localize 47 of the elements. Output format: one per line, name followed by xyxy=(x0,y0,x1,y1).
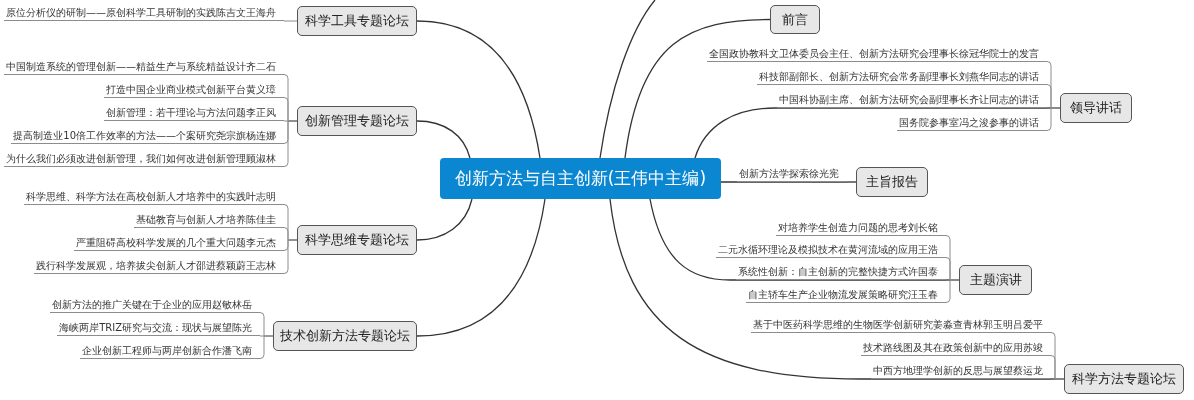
branch-line xyxy=(416,198,473,241)
connector-line xyxy=(283,239,298,274)
topic-box: 主题演讲 xyxy=(959,265,1032,295)
topic-box: 科学方法专题论坛 xyxy=(1064,364,1184,394)
topic-box: 前言 xyxy=(770,5,820,34)
topic-box: 领导讲话 xyxy=(1060,93,1132,123)
subtopic-label: 科学思维、科学方法在高校创新人才培养中的实践叶志明 xyxy=(24,190,284,205)
topic-box: 科学工具专题论坛 xyxy=(297,6,417,36)
subtopic-label: 海峡两岸TRIZ研究与交流：现状与展望陈光 xyxy=(57,321,260,336)
branch-line xyxy=(416,198,546,337)
subtopic-label: 打造中国企业商业模式创新平台黄义璋 xyxy=(104,83,284,98)
topic-box: 技术创新方法专题论坛 xyxy=(273,321,417,351)
subtopic-label: 提高制造业10倍工作效率的方法——个案研究尧宗旗杨连娜 xyxy=(11,129,284,144)
subtopic-label: 基础教育与创新人才培养陈佳圭 xyxy=(134,213,284,228)
subtopic-label: 二元水循环理论及模拟技术在黄河流域的应用王浩 xyxy=(716,243,946,258)
subtopic-label: 全国政协教科文卫体委员会主任、创新方法研究会理事长徐冠华院士的发言 xyxy=(707,47,1047,62)
branch-line xyxy=(599,0,656,159)
subtopic-label: 创新方法的推广关键在于企业的应用赵敏林岳 xyxy=(50,298,260,313)
subtopic-label: 基于中医药科学思维的生物医学创新研究姜淼查青林郭玉明吕爱平 xyxy=(751,318,1051,333)
subtopic-label: 原位分析仪的研制——原创科学工具研制的实践陈吉文王海舟 xyxy=(4,6,284,21)
subtopic-label: 国务院参事室冯之浚参事的讲话 xyxy=(897,116,1047,131)
connector-line xyxy=(846,181,857,183)
subtopic-label: 创新管理：若干理论与方法问题李正风 xyxy=(104,106,284,121)
branch-line xyxy=(416,20,541,159)
topic-box: 主旨报告 xyxy=(856,167,928,197)
branch-line xyxy=(416,120,471,159)
subtopic-label: 践行科学发展观，培养拔尖创新人才邵进蔡颖蔚王志林 xyxy=(34,259,284,274)
connector-line xyxy=(283,20,298,22)
subtopic-label: 技术路线图及其在政策创新中的应用苏竣 xyxy=(861,341,1051,356)
subtopic-label: 严重阻碍高校科学发展的几个重大问题李元杰 xyxy=(74,236,284,251)
topic-box: 科学思维专题论坛 xyxy=(297,225,417,255)
subtopic-label: 中国制造系统的管理创新——精益生产与系统精益设计齐二石 xyxy=(4,60,284,75)
subtopic-label: 中西方地理学创新的反思与展望蔡运龙 xyxy=(871,364,1051,379)
subtopic-label: 企业创新工程师与两岸创新合作潘飞南 xyxy=(80,344,260,359)
topic-box: 创新管理专题论坛 xyxy=(297,106,417,136)
subtopic-label: 科技部副部长、创新方法研究会常务副理事长刘燕华同志的讲话 xyxy=(757,70,1047,85)
subtopic-label: 为什么我们必须改进创新管理，我们如何改进创新管理顾淑林 xyxy=(4,152,284,167)
connector-line xyxy=(283,120,298,167)
subtopic-label: 对培养学生创造力问题的思考刘长铭 xyxy=(776,221,946,236)
subtopic-label: 系统性创新：自主创新的完整快捷方式许国泰 xyxy=(736,265,946,280)
connector-line xyxy=(259,335,274,359)
subtopic-label: 创新方法学探索徐光宪 xyxy=(737,167,847,182)
connector-line xyxy=(1050,378,1065,380)
subtopic-label: 自主轿车生产企业物流发展策略研究汪玉春 xyxy=(746,288,946,303)
central-topic-box: 创新方法与自主创新(王伟中主编) xyxy=(440,158,721,199)
subtopic-label: 中国科协副主席、创新方法研究会副理事长齐让同志的讲话 xyxy=(777,93,1047,108)
branch-line xyxy=(624,18,771,159)
